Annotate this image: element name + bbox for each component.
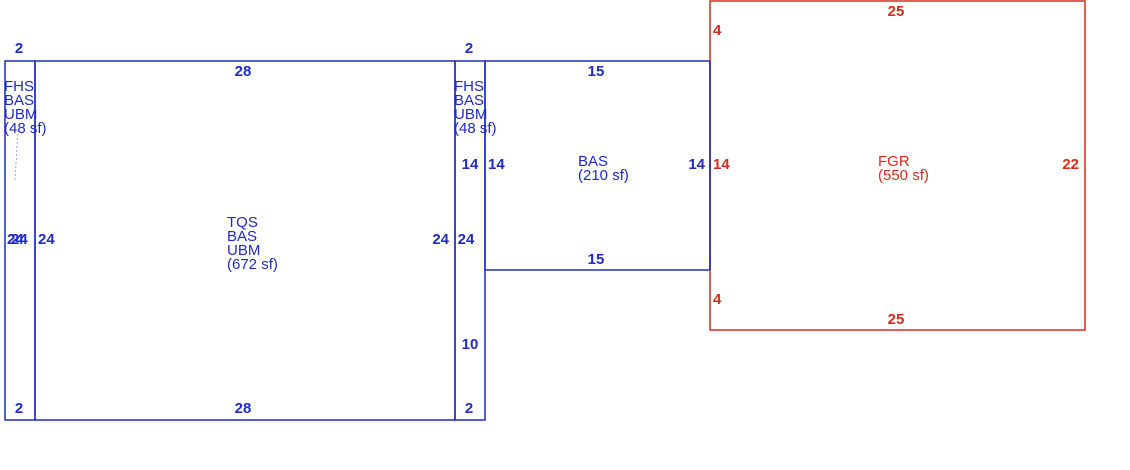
right-strip-24-dimension: 24 [458,231,475,248]
garage-step-bottom-dimension: 4 [713,291,722,308]
bas-area-label: BAS (210 sf) [578,153,629,184]
bas-right-dimension: 14 [688,156,705,173]
bas-top-dimension: 15 [588,63,605,80]
garage-top-dimension: 25 [888,3,905,20]
garage-step-top-dimension: 4 [713,22,722,39]
right-strip-14-dimension: 14 [462,156,479,173]
right-strip-area-label: FHS BAS UBM (48 sf) [454,78,497,137]
main-bottom-dimension: 28 [235,400,252,417]
garage-right-dimension: 22 [1062,156,1079,173]
right-strip-top-dimension: 2 [465,40,473,57]
right-strip-bottom-dimension: 2 [465,400,473,417]
main-right-dimension: 24 [432,231,449,248]
left-strip-side-dimension-a: 24 [7,231,24,248]
garage-area-label: FGR (550 sf) [878,153,929,184]
bas-bottom-dimension: 15 [588,251,605,268]
leader-line [14,129,19,181]
left-strip-area-label: FHS BAS UBM (48 sf) [4,78,47,137]
main-area-label: TQS BAS UBM (672 sf) [227,214,278,273]
garage-left-dimension: 14 [713,156,730,173]
bas-left-dimension: 14 [488,156,505,173]
main-left-dimension: 24 [38,231,55,248]
main-top-dimension: 28 [235,63,252,80]
garage-bottom-dimension: 25 [888,311,905,328]
left-strip-side-dimension-b: 24 [11,231,28,248]
left-strip-bottom-dimension: 2 [15,400,23,417]
right-strip-10-dimension: 10 [462,336,479,353]
left-strip-top-dimension: 2 [15,40,23,57]
